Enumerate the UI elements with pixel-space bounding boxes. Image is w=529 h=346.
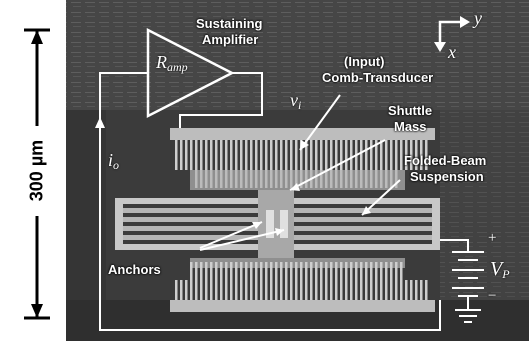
- folded-beam-label-line2: Suspension: [410, 169, 484, 184]
- axis-y-label: y: [474, 8, 482, 28]
- input-label-line2: Comb-Transducer: [322, 70, 434, 85]
- input-label-line1: (Input): [344, 54, 385, 69]
- shuttle-label-line1: Shuttle: [388, 103, 433, 118]
- coordinate-axes-icon: [438, 20, 468, 50]
- bias-voltage-label: VP: [490, 258, 510, 281]
- bias-plus-sign: +: [488, 230, 497, 246]
- bias-minus-sign: −: [488, 288, 497, 304]
- scale-bar: [24, 28, 50, 320]
- top-comb-transducer: [170, 128, 435, 190]
- output-current-label: io: [108, 150, 120, 172]
- axis-x-label: x: [448, 42, 456, 62]
- amplifier-symbol: [146, 27, 235, 119]
- feedback-wire: [99, 72, 441, 331]
- shuttle-label-line2: Mass: [394, 119, 427, 134]
- amplifier-resistor-label: Ramp: [156, 52, 188, 74]
- pointer-lines: [199, 94, 401, 251]
- input-voltage-label: vi: [290, 90, 302, 112]
- scale-bar-label: 300 µm: [26, 139, 47, 202]
- amplifier-title-line1: Sustaining: [196, 16, 263, 31]
- current-arrow: [95, 117, 105, 150]
- amplifier-title-line2: Amplifier: [202, 32, 259, 47]
- shuttle-and-suspension: [115, 190, 440, 260]
- anchors-label: Anchors: [108, 262, 161, 277]
- bias-voltage-source: [440, 239, 484, 323]
- folded-beam-label-line1: Folded-Beam: [404, 153, 487, 168]
- bottom-comb-transducer: [170, 258, 435, 312]
